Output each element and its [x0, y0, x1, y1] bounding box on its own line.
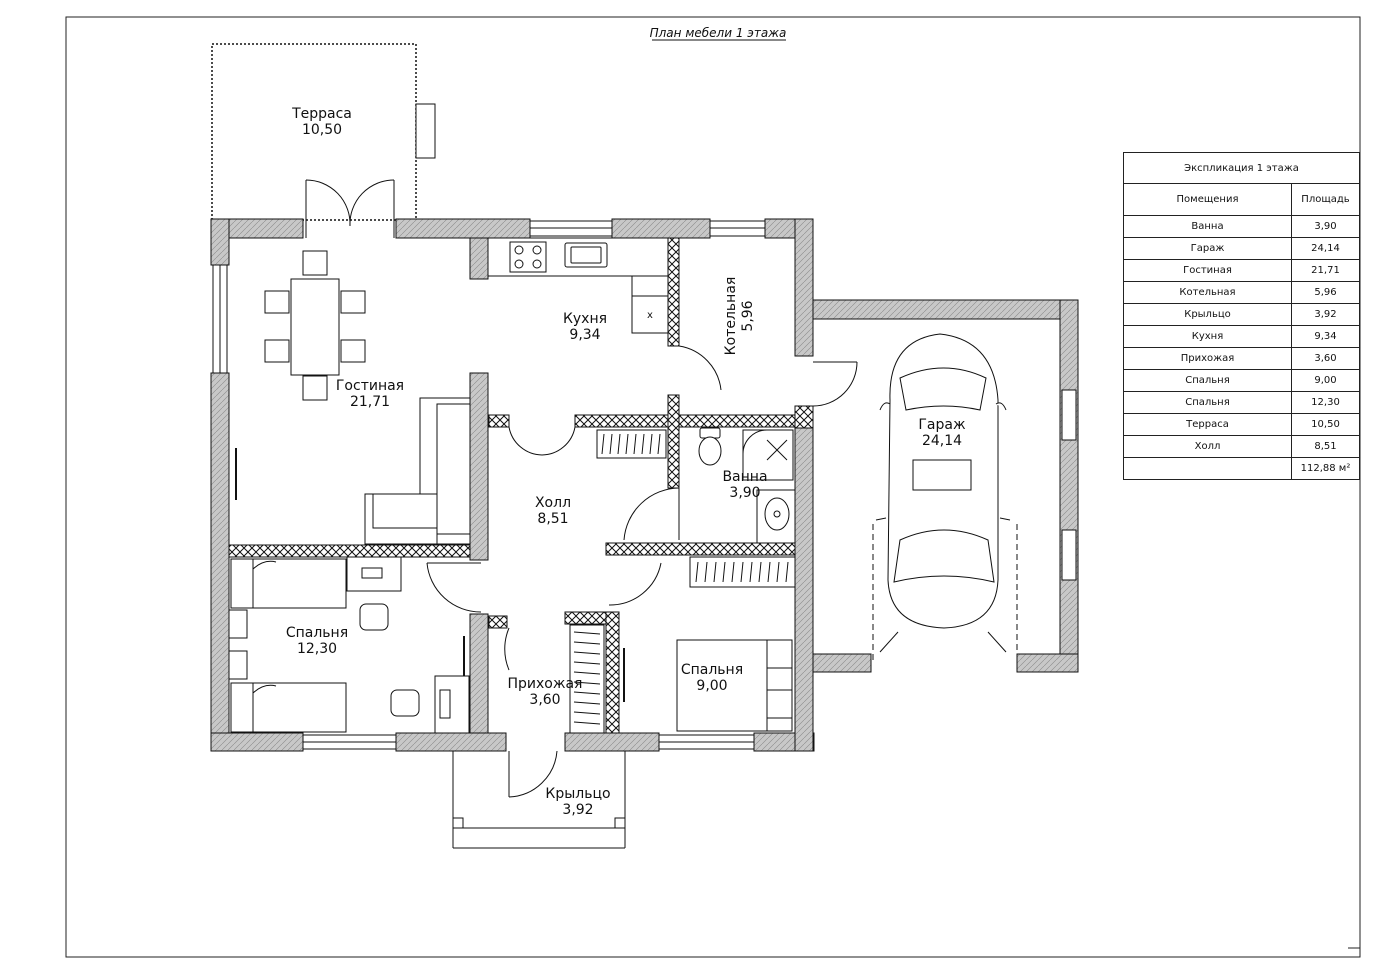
hall-doors: [426, 345, 858, 798]
bedroom2-furniture: [623, 639, 793, 732]
table-row: Прихожая 3,60: [1123, 347, 1360, 370]
room-area-bedroom2: 9,00: [696, 678, 727, 694]
table-cell-area: 24,14: [1291, 237, 1360, 260]
windows: [212, 220, 766, 750]
table-cell-room: Гостиная: [1123, 259, 1292, 282]
table-row: Спальня 9,00: [1123, 369, 1360, 392]
porch: [452, 751, 626, 849]
table-cell-area: 10,50: [1291, 413, 1360, 436]
table-cell-room: Терраса: [1123, 413, 1292, 436]
sofa: [364, 397, 471, 545]
wardrobes: [569, 429, 796, 734]
car-icon: [872, 333, 1018, 662]
table-row: Гараж 24,14: [1123, 237, 1360, 260]
room-labels: Терраса 10,50 Гостиная 21,71 Кухня 9,34 …: [286, 106, 966, 818]
kitchen-furniture: x: [487, 237, 669, 334]
explication-table: Экспликация 1 этажа Помещения Площадь Ва…: [1123, 152, 1360, 480]
room-name-boiler: Котельная: [723, 277, 739, 356]
room-area-hall: 8,51: [537, 511, 568, 527]
bathroom-fixtures: [698, 427, 796, 544]
room-name-garage: Гараж: [918, 417, 966, 433]
room-area-bath: 3,90: [729, 485, 760, 501]
room-area-bedroom1: 12,30: [297, 641, 337, 657]
room-area-living: 21,71: [350, 394, 390, 410]
table-row: Терраса 10,50: [1123, 413, 1360, 436]
room-area-kitchen: 9,34: [569, 327, 600, 343]
room-name-terrace: Терраса: [291, 106, 352, 122]
table-cell-room: Холл: [1123, 435, 1292, 458]
table-cell-room: Спальня: [1123, 391, 1292, 414]
table-cell-area: 3,90: [1291, 215, 1360, 238]
table-cell-empty: [1123, 457, 1292, 480]
table-row: Спальня 12,30: [1123, 391, 1360, 414]
terrace-door: [305, 179, 395, 238]
table-cell-area: 8,51: [1291, 435, 1360, 458]
table-row: Ванна 3,90: [1123, 215, 1360, 238]
interior-partitions: [228, 237, 814, 734]
terrace-area: [211, 43, 436, 221]
table-row: Крыльцо 3,92: [1123, 303, 1360, 326]
room-area-terrace: 10,50: [302, 122, 342, 138]
room-name-bath: Ванна: [722, 469, 767, 485]
table-row: Кухня 9,34: [1123, 325, 1360, 348]
table-cell-room: Спальня: [1123, 369, 1292, 392]
table-cell-area: 12,30: [1291, 391, 1360, 414]
room-area-entry: 3,60: [529, 692, 560, 708]
drawing-title: План мебели 1 этажа: [650, 26, 787, 40]
table-row-total: 112,88 м²: [1123, 457, 1360, 480]
table-cell-area: 9,00: [1291, 369, 1360, 392]
table-cell-room: Ванна: [1123, 215, 1292, 238]
table-cell-room: Кухня: [1123, 325, 1292, 348]
table-cell-area: 5,96: [1291, 281, 1360, 304]
explication-title: Экспликация 1 этажа: [1123, 152, 1360, 184]
exterior-walls: [210, 218, 815, 752]
table-cell-area: 21,71: [1291, 259, 1360, 282]
table-row: Котельная 5,96: [1123, 281, 1360, 304]
room-name-hall: Холл: [535, 495, 571, 511]
dining-table: [264, 250, 366, 401]
room-area-garage: 24,14: [922, 433, 962, 449]
table-cell-room: Котельная: [1123, 281, 1292, 304]
room-name-bedroom1: Спальня: [286, 625, 348, 641]
room-area-porch: 3,92: [562, 802, 593, 818]
bedroom1-furniture: [228, 556, 470, 734]
room-name-kitchen: Кухня: [563, 311, 607, 327]
table-cell-room: Гараж: [1123, 237, 1292, 260]
table-row: Гостиная 21,71: [1123, 259, 1360, 282]
table-cell-area: 3,92: [1291, 303, 1360, 326]
table-cell-room: Крыльцо: [1123, 303, 1292, 326]
table-cell-area: 3,60: [1291, 347, 1360, 370]
svg-text:x: x: [647, 310, 653, 321]
drawing-frame: [65, 16, 1361, 958]
room-name-porch: Крыльцо: [545, 786, 610, 802]
table-row: Холл 8,51: [1123, 435, 1360, 458]
room-area-boiler: 5,96: [740, 300, 756, 331]
table-cell-room: Прихожая: [1123, 347, 1292, 370]
room-name-entry: Прихожая: [508, 676, 583, 692]
table-cell-area: 9,34: [1291, 325, 1360, 348]
room-name-bedroom2: Спальня: [681, 662, 743, 678]
column-header-room: Помещения: [1123, 183, 1292, 216]
table-cell-total: 112,88 м²: [1291, 457, 1360, 480]
room-name-living: Гостиная: [336, 378, 404, 394]
column-header-area: Площадь: [1291, 183, 1360, 216]
